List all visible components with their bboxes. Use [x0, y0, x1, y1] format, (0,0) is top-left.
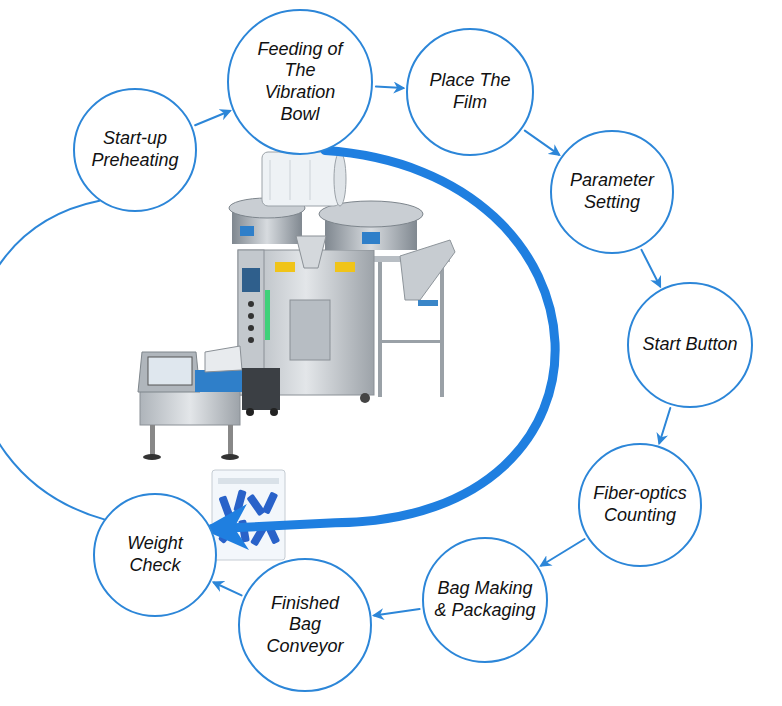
- step-arrow: [376, 87, 403, 89]
- step-circle: Start Button: [627, 282, 753, 408]
- step-arrow: [374, 609, 419, 615]
- step-arrow: [642, 250, 661, 286]
- step-arrow: [541, 539, 584, 566]
- step-label: Bag Making & Packaging: [433, 578, 537, 621]
- step-arrow: [214, 583, 242, 596]
- step-label: Start-up Preheating: [84, 128, 186, 171]
- step-circle: Start-up Preheating: [73, 88, 197, 212]
- step-circle: Parameter Setting: [550, 130, 674, 254]
- step-label: Feeding of The Vibration Bowl: [249, 39, 351, 125]
- step-arrow: [195, 111, 230, 125]
- loop-arc: [0, 201, 104, 520]
- step-label: Parameter Setting: [561, 170, 663, 213]
- step-circle: Bag Making & Packaging: [422, 537, 548, 663]
- step-circle: Finished Bag Conveyor: [238, 558, 372, 692]
- step-circle: Weight Check: [93, 493, 217, 617]
- step-label: Finished Bag Conveyor: [254, 593, 356, 658]
- step-label: Fiber-optics Counting: [589, 483, 691, 526]
- step-label: Weight Check: [104, 533, 206, 576]
- step-label: Start Button: [642, 334, 737, 356]
- vibration-bowls: [229, 198, 423, 268]
- step-circle: Fiber-optics Counting: [578, 443, 702, 567]
- finished-bag: [212, 470, 285, 560]
- film-roll: [262, 152, 346, 206]
- step-circle: Feeding of The Vibration Bowl: [227, 9, 373, 155]
- step-label: Place The Film: [417, 70, 523, 113]
- step-arrow: [525, 131, 559, 155]
- step-arrow: [659, 408, 670, 443]
- weight-checker: [138, 346, 280, 460]
- step-circle: Place The Film: [406, 28, 534, 156]
- return-arrow: [211, 151, 555, 529]
- side-table: [372, 240, 455, 397]
